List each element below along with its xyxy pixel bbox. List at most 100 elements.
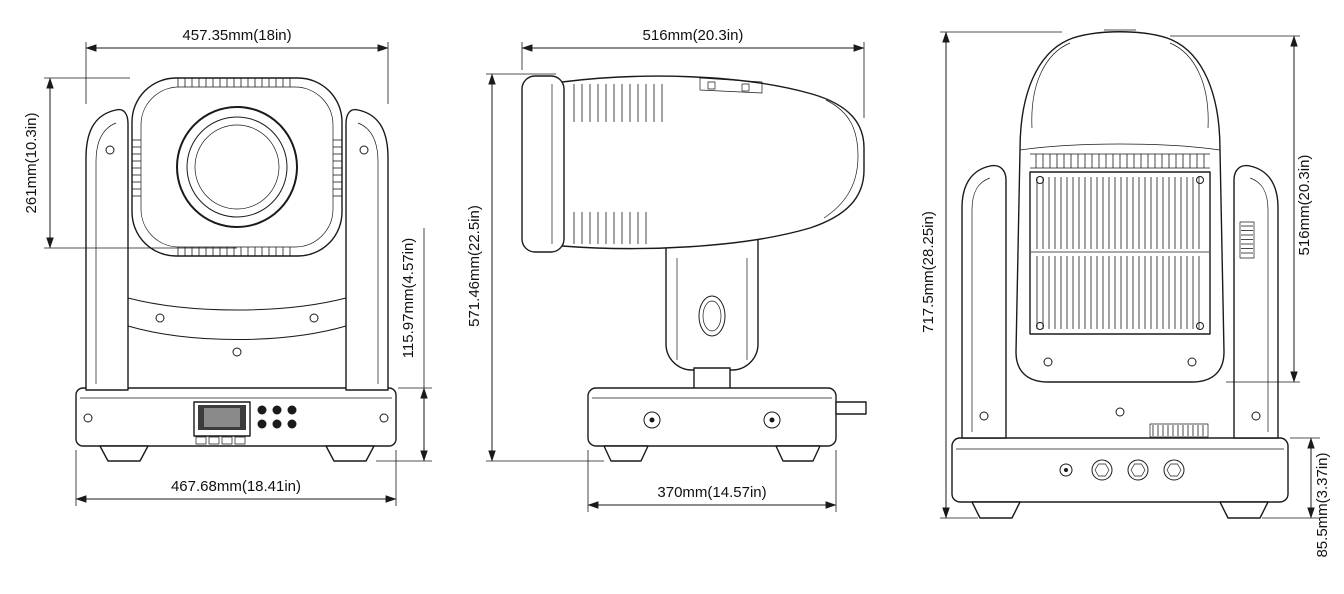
front-arm-pivot-right (359, 145, 369, 155)
dim-label-front-base-height: 115.97mm(4.57in) (400, 238, 417, 359)
rear-fin-strip (1035, 154, 1205, 168)
rear-arm-screw-left (979, 411, 989, 421)
rear-head-seam (1019, 143, 1221, 151)
rear-left-yoke-arm (961, 164, 1007, 439)
front-key-2 (208, 436, 220, 445)
front-arm-pivot-left (105, 145, 115, 155)
left-button (257, 419, 267, 429)
side-base-screw-right (763, 411, 781, 429)
enter-button (272, 419, 282, 429)
dim-label-rear-total-height: 717.5mm(28.25in) (920, 211, 937, 333)
rear-connector-2 (1127, 459, 1149, 481)
rear-grille-screw-tr (1196, 176, 1204, 184)
dim-label-front-head-height: 261mm(10.3in) (23, 113, 40, 214)
rear-arm-screw-right (1251, 411, 1261, 421)
front-head-inner (140, 86, 334, 248)
brand-logo-oval (698, 295, 726, 337)
side-top-screw-2 (741, 83, 750, 92)
side-view: 516mm(20.3in) 571.46mm(22.5in) 370mm(14.… (466, 27, 867, 512)
front-head-fins-left (132, 139, 141, 197)
side-base-screw-left (643, 411, 661, 429)
right-button (287, 419, 297, 429)
dim-label-front-top-width: 457.35mm(18in) (182, 27, 291, 44)
up-button (272, 405, 282, 415)
dim-label-front-bottom-width: 467.68mm(18.41in) (171, 478, 301, 495)
rear-connector-2-nut (1130, 463, 1146, 477)
front-yoke-screw-left (155, 313, 165, 323)
side-head-fins-top (573, 84, 663, 122)
front-yoke-screw-center (232, 347, 242, 357)
front-display-inner (204, 408, 240, 427)
front-key-3 (221, 436, 233, 445)
front-yoke-screw-right (309, 313, 319, 323)
rear-grille-screw-bl (1036, 322, 1044, 330)
front-head (131, 77, 343, 257)
rear-right-arm-seam (1249, 177, 1269, 432)
front-base-screw-right (379, 413, 389, 423)
dim-label-side-base-depth: 370mm(14.57in) (657, 484, 766, 501)
side-lens-bezel (521, 75, 565, 253)
rear-dome-seam-right (1169, 42, 1209, 129)
rear-right-yoke-arm (1233, 164, 1279, 439)
side-rear-cap-seam (823, 99, 859, 219)
front-left-arm-seam (95, 122, 117, 384)
front-head-fins-top (177, 78, 291, 87)
side-base (587, 387, 837, 447)
front-base-screw-left (83, 413, 93, 423)
rear-base (951, 437, 1289, 503)
rear-connector-power (1059, 463, 1073, 477)
front-head-fins-bottom (177, 247, 291, 256)
side-head (561, 75, 865, 250)
side-foot-right (775, 445, 821, 462)
dim-label-rear-base-height: 85.5mm(3.37in) (1314, 452, 1331, 557)
rear-foot-right (1219, 501, 1269, 519)
front-right-yoke-arm (345, 108, 389, 391)
front-yoke-band-lower (127, 325, 347, 340)
rear-head-screw-right (1187, 357, 1197, 367)
rear-head-screw-left (1043, 357, 1053, 367)
side-base-screw-right-dot (769, 417, 775, 423)
menu-button (257, 405, 267, 415)
rear-grille-screw-br (1196, 322, 1204, 330)
side-base-handle (835, 401, 867, 415)
side-top-screw-1 (707, 81, 716, 90)
rear-connector-1-nut (1094, 463, 1110, 477)
rear-connector-1 (1091, 459, 1113, 481)
front-right-arm-seam (357, 122, 379, 384)
front-foot-right (325, 445, 375, 462)
side-yoke-shaft (693, 367, 731, 391)
front-head-fins-right (333, 139, 342, 197)
rear-arm-latch (1239, 221, 1255, 259)
dim-label-side-depth: 516mm(20.3in) (643, 27, 744, 44)
side-head-fins-bottom (573, 212, 647, 244)
rear-connector-power-pin (1064, 468, 1068, 472)
front-foot-left (99, 445, 149, 462)
front-lens-inner (194, 124, 280, 210)
brand-logo-oval-inner (702, 300, 722, 332)
front-key-4 (234, 436, 246, 445)
side-top-handle (699, 77, 763, 94)
front-view: 457.35mm(18in) 261mm(10.3in) 115.97mm(4.… (23, 27, 432, 506)
rear-connector-3-nut (1166, 463, 1182, 477)
rear-arm-latch-ribs (1241, 225, 1253, 254)
rear-left-arm-seam (971, 177, 991, 432)
dim-label-side-height: 571.46mm(22.5in) (466, 205, 483, 327)
front-lens-outer (176, 106, 298, 228)
rear-connector-3 (1163, 459, 1185, 481)
side-foot-left (603, 445, 649, 462)
rear-grille-seam-gap (1031, 249, 1209, 256)
rear-center-screw (1115, 407, 1125, 417)
front-lens-mid (186, 116, 288, 218)
rear-dome-seam-left (1031, 42, 1071, 129)
front-left-yoke-arm (85, 108, 129, 391)
dim-label-rear-head-height: 516mm(20.3in) (1296, 155, 1313, 256)
rear-base-vent-frame (1149, 423, 1209, 438)
front-key-1 (195, 436, 207, 445)
down-button (287, 405, 297, 415)
rear-foot-left (971, 501, 1021, 519)
rear-grille-screw-tl (1036, 176, 1044, 184)
side-base-screw-left-dot (649, 417, 655, 423)
rear-view: 717.5mm(28.25in) 516mm(20.3in) 85.5mm(3.… (920, 29, 1331, 558)
